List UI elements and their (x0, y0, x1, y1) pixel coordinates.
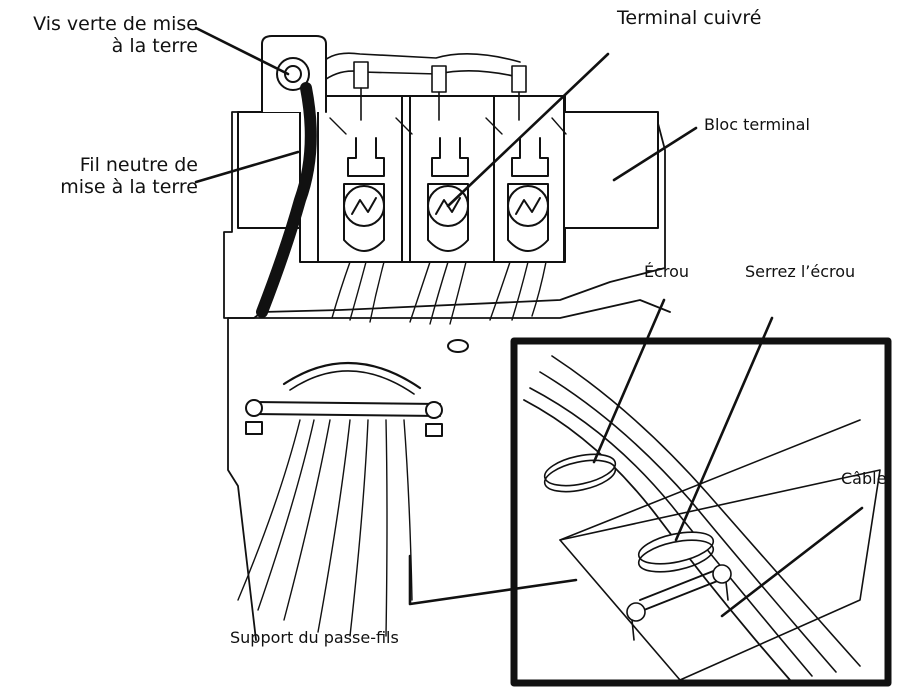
label-grommet-support: Support du passe-fils (230, 628, 399, 647)
top-wires (319, 52, 527, 121)
label-cable: Câble (841, 469, 887, 488)
ground-screw-bracket (261, 35, 327, 113)
mounting-plate (227, 299, 671, 641)
leader-nut (592, 298, 666, 464)
back-plate (223, 111, 666, 319)
leader-lines (194, 26, 864, 618)
leader-support (408, 554, 578, 606)
label-ground-screw-line2: à la terre (111, 34, 198, 57)
label-ground-screw: Vis verte de mise à la terre (4, 13, 198, 58)
leader-neutral-wire (194, 150, 300, 184)
label-nut: Écrou (644, 262, 690, 281)
inset-detail (523, 355, 881, 681)
label-neutral-wire: Fil neutre de mise à la terre (4, 154, 198, 199)
strain-relief-clamp (245, 361, 443, 437)
label-neutral-wire-line2: mise à la terre (60, 175, 198, 198)
label-terminal-block: Bloc terminal (704, 115, 810, 134)
leader-copper-terminal (446, 52, 610, 208)
neutral-ground-wire (256, 82, 317, 318)
cable-bundle-upper (331, 261, 547, 325)
label-tighten-nut: Serrez l’écrou (745, 262, 856, 281)
leader-tighten-nut (674, 316, 774, 542)
terminal-block (237, 95, 659, 263)
label-neutral-wire-line1: Fil neutre de (79, 154, 198, 176)
leader-ground-screw (194, 26, 290, 76)
cable-bundle-lower (237, 419, 413, 637)
leader-terminal-block (612, 126, 698, 182)
label-ground-screw-line1: Vis verte de mise (33, 13, 198, 35)
leader-cable (720, 506, 864, 618)
label-copper-terminal: Terminal cuivré (617, 7, 762, 29)
